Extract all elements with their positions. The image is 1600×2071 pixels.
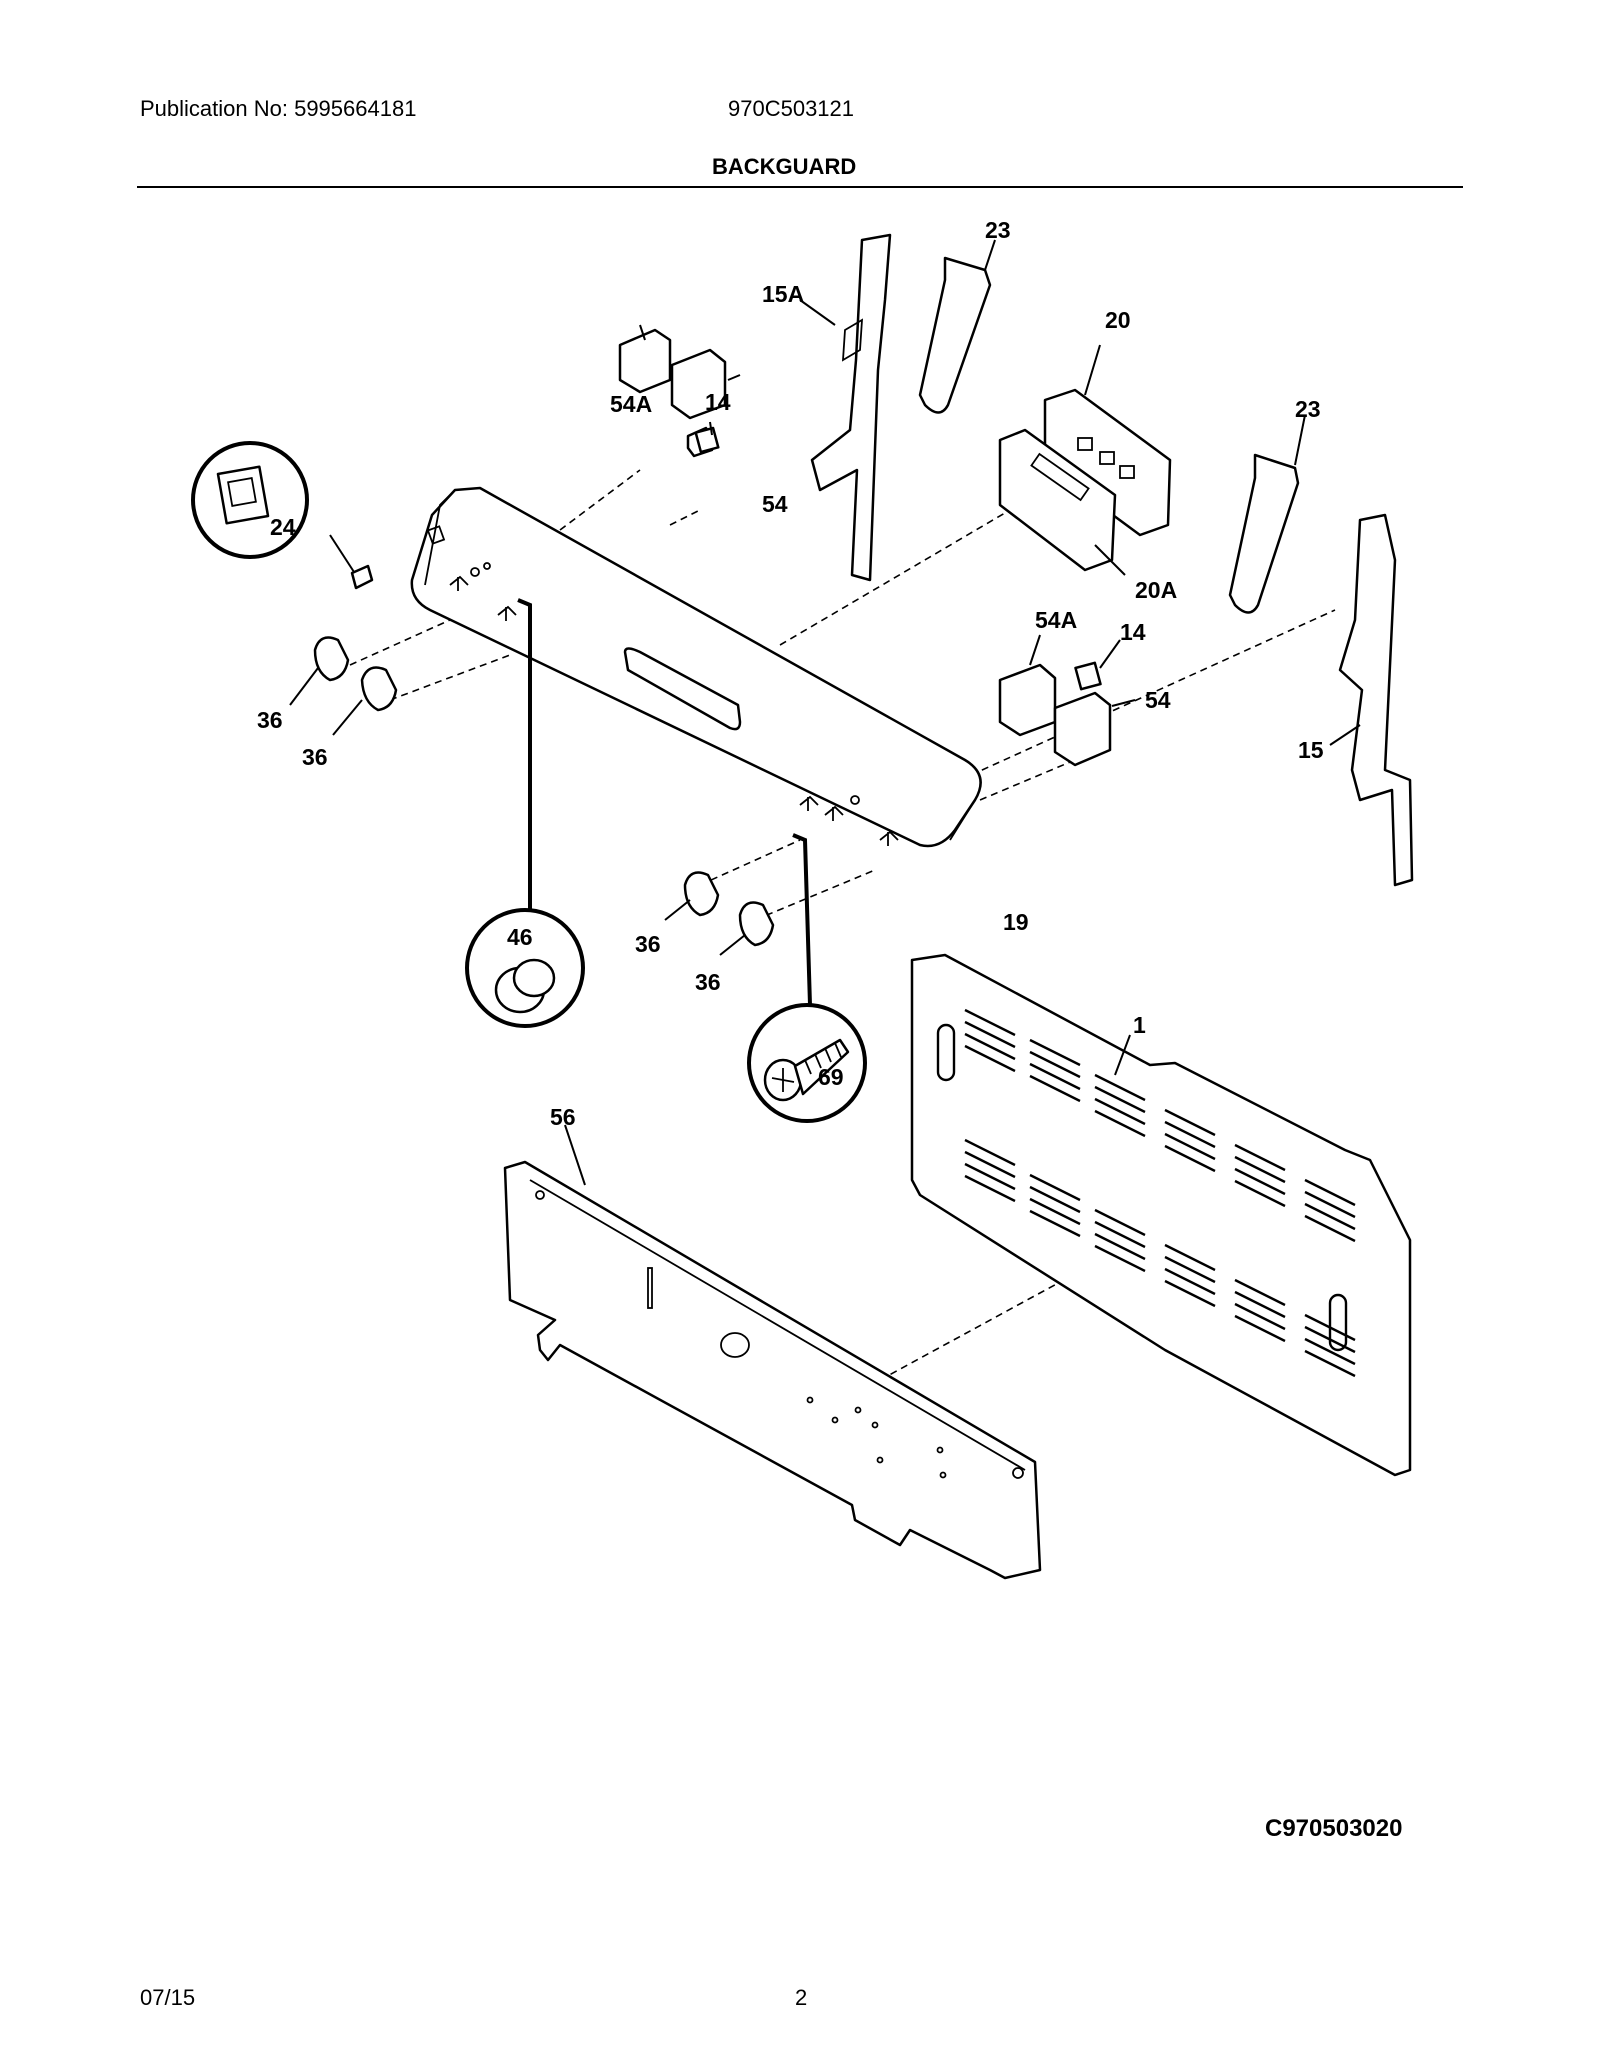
- callout-23-right: 23: [1295, 396, 1321, 422]
- vent-slots: [964, 1008, 1356, 1378]
- callout-14-left: 14: [705, 389, 731, 415]
- lower-bracket: [503, 1124, 1042, 1580]
- model-number: 970C503121: [728, 96, 855, 121]
- backguard-panel: [410, 486, 982, 848]
- clock-overlay: [998, 428, 1126, 576]
- footer-date: 07/15: [140, 1985, 196, 2010]
- callout-46: 46: [507, 924, 533, 950]
- callout-36-b: 36: [302, 744, 328, 770]
- right-end-cap: [1329, 513, 1414, 887]
- callout-23-top: 23: [985, 217, 1011, 243]
- callout-69: 69: [818, 1064, 844, 1090]
- left-knobs: [289, 636, 398, 736]
- page-number: 2: [795, 1985, 808, 2010]
- rear-panel: [910, 953, 1412, 1477]
- callout-20: 20: [1105, 307, 1131, 333]
- diagram-code: C970503020: [1265, 1815, 1403, 1842]
- callout-54-right: 54: [1145, 687, 1171, 713]
- callout-36-d: 36: [695, 969, 721, 995]
- callout-19: 19: [1003, 909, 1029, 935]
- plug-button-detail: [465, 908, 585, 1028]
- callout-54-left: 54: [762, 491, 788, 517]
- callout-1: 1: [1133, 1012, 1146, 1038]
- header-rule: [137, 186, 1463, 188]
- callout-56: 56: [550, 1104, 576, 1130]
- page-title: BACKGUARD: [712, 154, 857, 179]
- top-bracket-right: [1228, 414, 1306, 614]
- callout-20a: 20A: [1135, 577, 1177, 603]
- callout-15: 15: [1298, 737, 1324, 763]
- callout-54a-left: 54A: [610, 391, 652, 417]
- left-switches: [618, 324, 741, 458]
- screw-detail: [747, 1003, 867, 1123]
- callout-36-c: 36: [635, 931, 661, 957]
- right-switches: [998, 634, 1136, 767]
- callout-36-a: 36: [257, 707, 283, 733]
- callout-labels: 23 15A 20 54A 14 23 24 54 20A 54A 14 54 …: [257, 217, 1324, 1130]
- top-bracket-left: [918, 239, 996, 414]
- callout-54a-right: 54A: [1035, 607, 1077, 633]
- callout-14-right: 14: [1120, 619, 1146, 645]
- rocker-switch: [191, 441, 374, 590]
- clips: [449, 562, 899, 846]
- callout-24: 24: [270, 514, 296, 540]
- detail-leaders: [517, 598, 812, 1006]
- callout-15a: 15A: [762, 281, 804, 307]
- right-knobs: [664, 871, 775, 956]
- publication-number: Publication No: 5995664181: [140, 96, 417, 121]
- left-end-cap: [799, 233, 892, 582]
